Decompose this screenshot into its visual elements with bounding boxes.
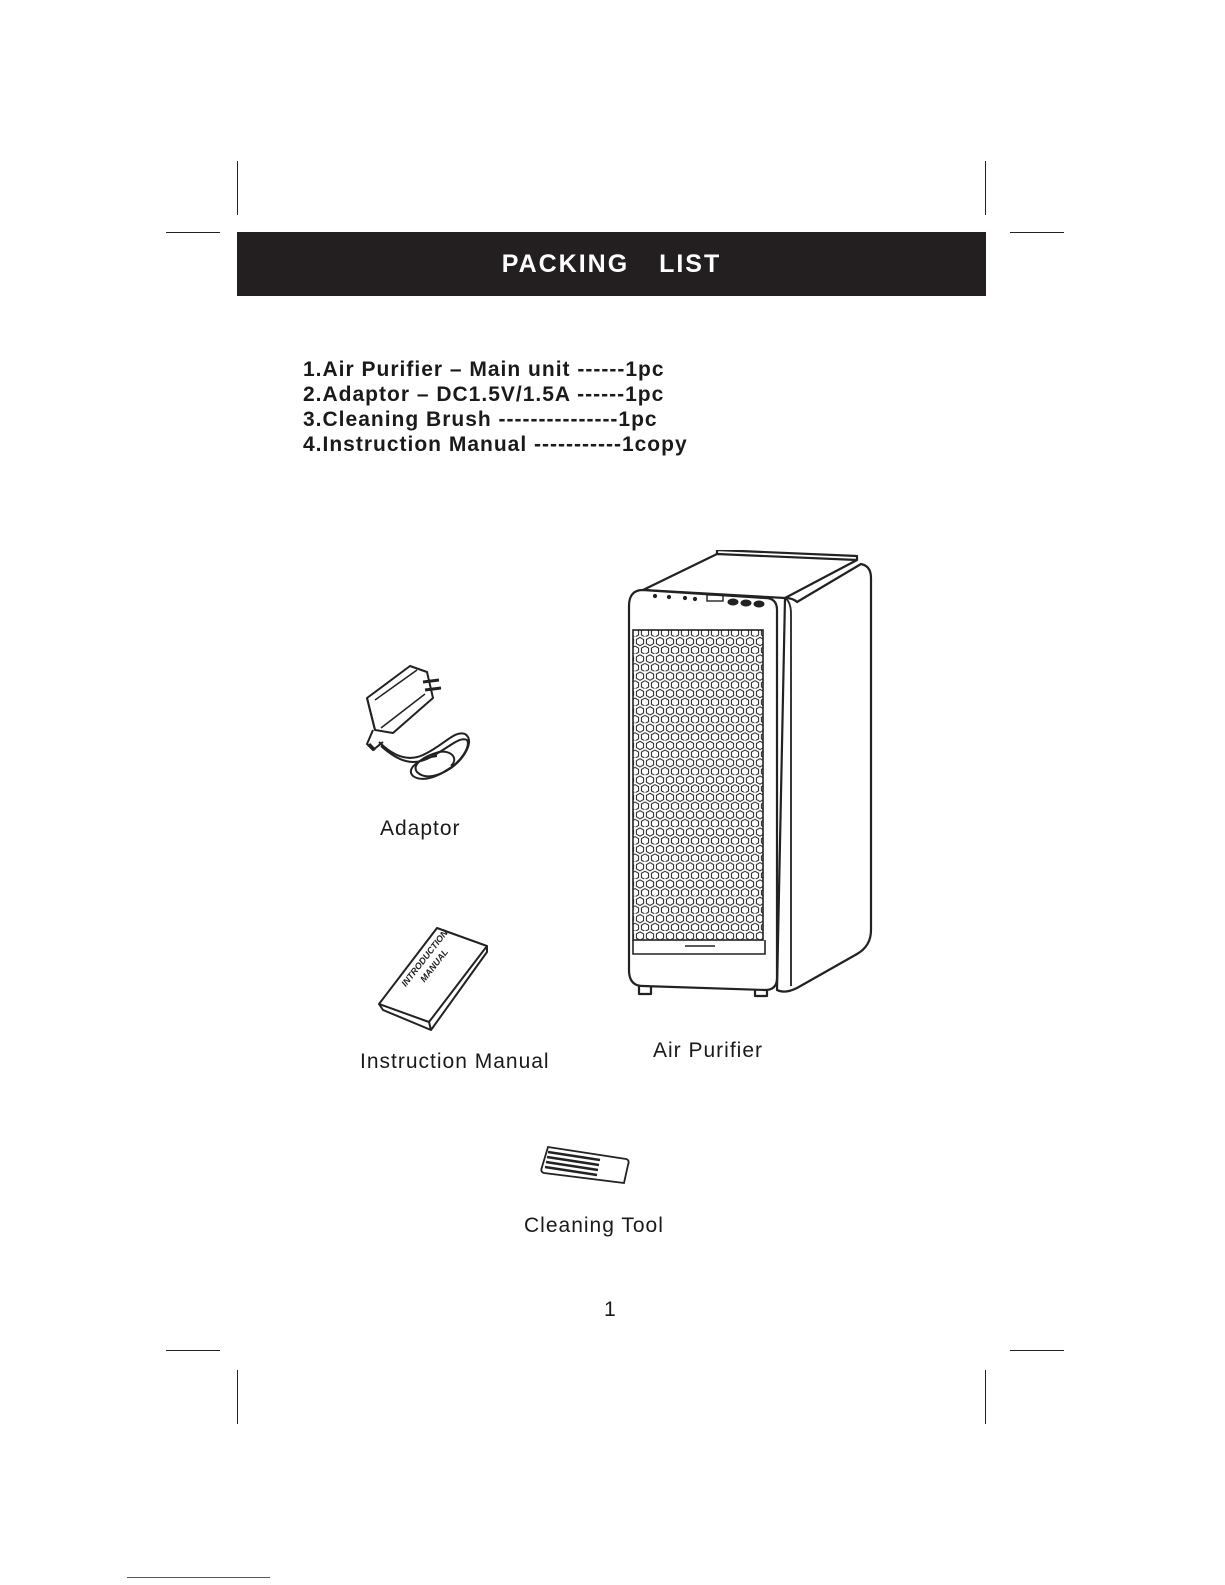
caption-instruction-manual: Instruction Manual	[360, 1050, 550, 1074]
crop-mark-top-right-h	[1010, 232, 1064, 233]
crop-mark-top-left-h	[166, 232, 220, 233]
section-header-bar: PACKING LIST	[237, 232, 986, 296]
footer-link-underline	[127, 1577, 270, 1578]
crop-mark-bottom-right-h	[1010, 1350, 1064, 1351]
section-title: PACKING LIST	[502, 250, 721, 279]
page-number: 1	[604, 1298, 617, 1322]
caption-cleaning-tool: Cleaning Tool	[524, 1214, 664, 1238]
packing-list: 1.Air Purifier – Main unit ------1pc 2.A…	[303, 357, 688, 457]
crop-mark-bottom-right-v	[985, 1370, 986, 1424]
adaptor-illustration	[355, 658, 485, 793]
crop-mark-top-right-v	[985, 161, 986, 215]
caption-adaptor: Adaptor	[380, 817, 461, 841]
cleaning-tool-illustration	[540, 1143, 632, 1189]
list-item: 1.Air Purifier – Main unit ------1pc	[303, 357, 688, 382]
caption-air-purifier: Air Purifier	[653, 1039, 763, 1063]
crop-mark-bottom-left-v	[237, 1370, 238, 1424]
instruction-manual-illustration: INTRODUCTION MANUAL	[375, 918, 490, 1033]
list-item: 3.Cleaning Brush ---------------1pc	[303, 407, 688, 432]
list-item: 4.Instruction Manual -----------1copy	[303, 432, 688, 457]
air-purifier-illustration	[625, 550, 885, 1010]
crop-mark-bottom-left-h	[166, 1350, 220, 1351]
crop-mark-top-left-v	[237, 161, 238, 215]
list-item: 2.Adaptor – DC1.5V/1.5A ------1pc	[303, 382, 688, 407]
